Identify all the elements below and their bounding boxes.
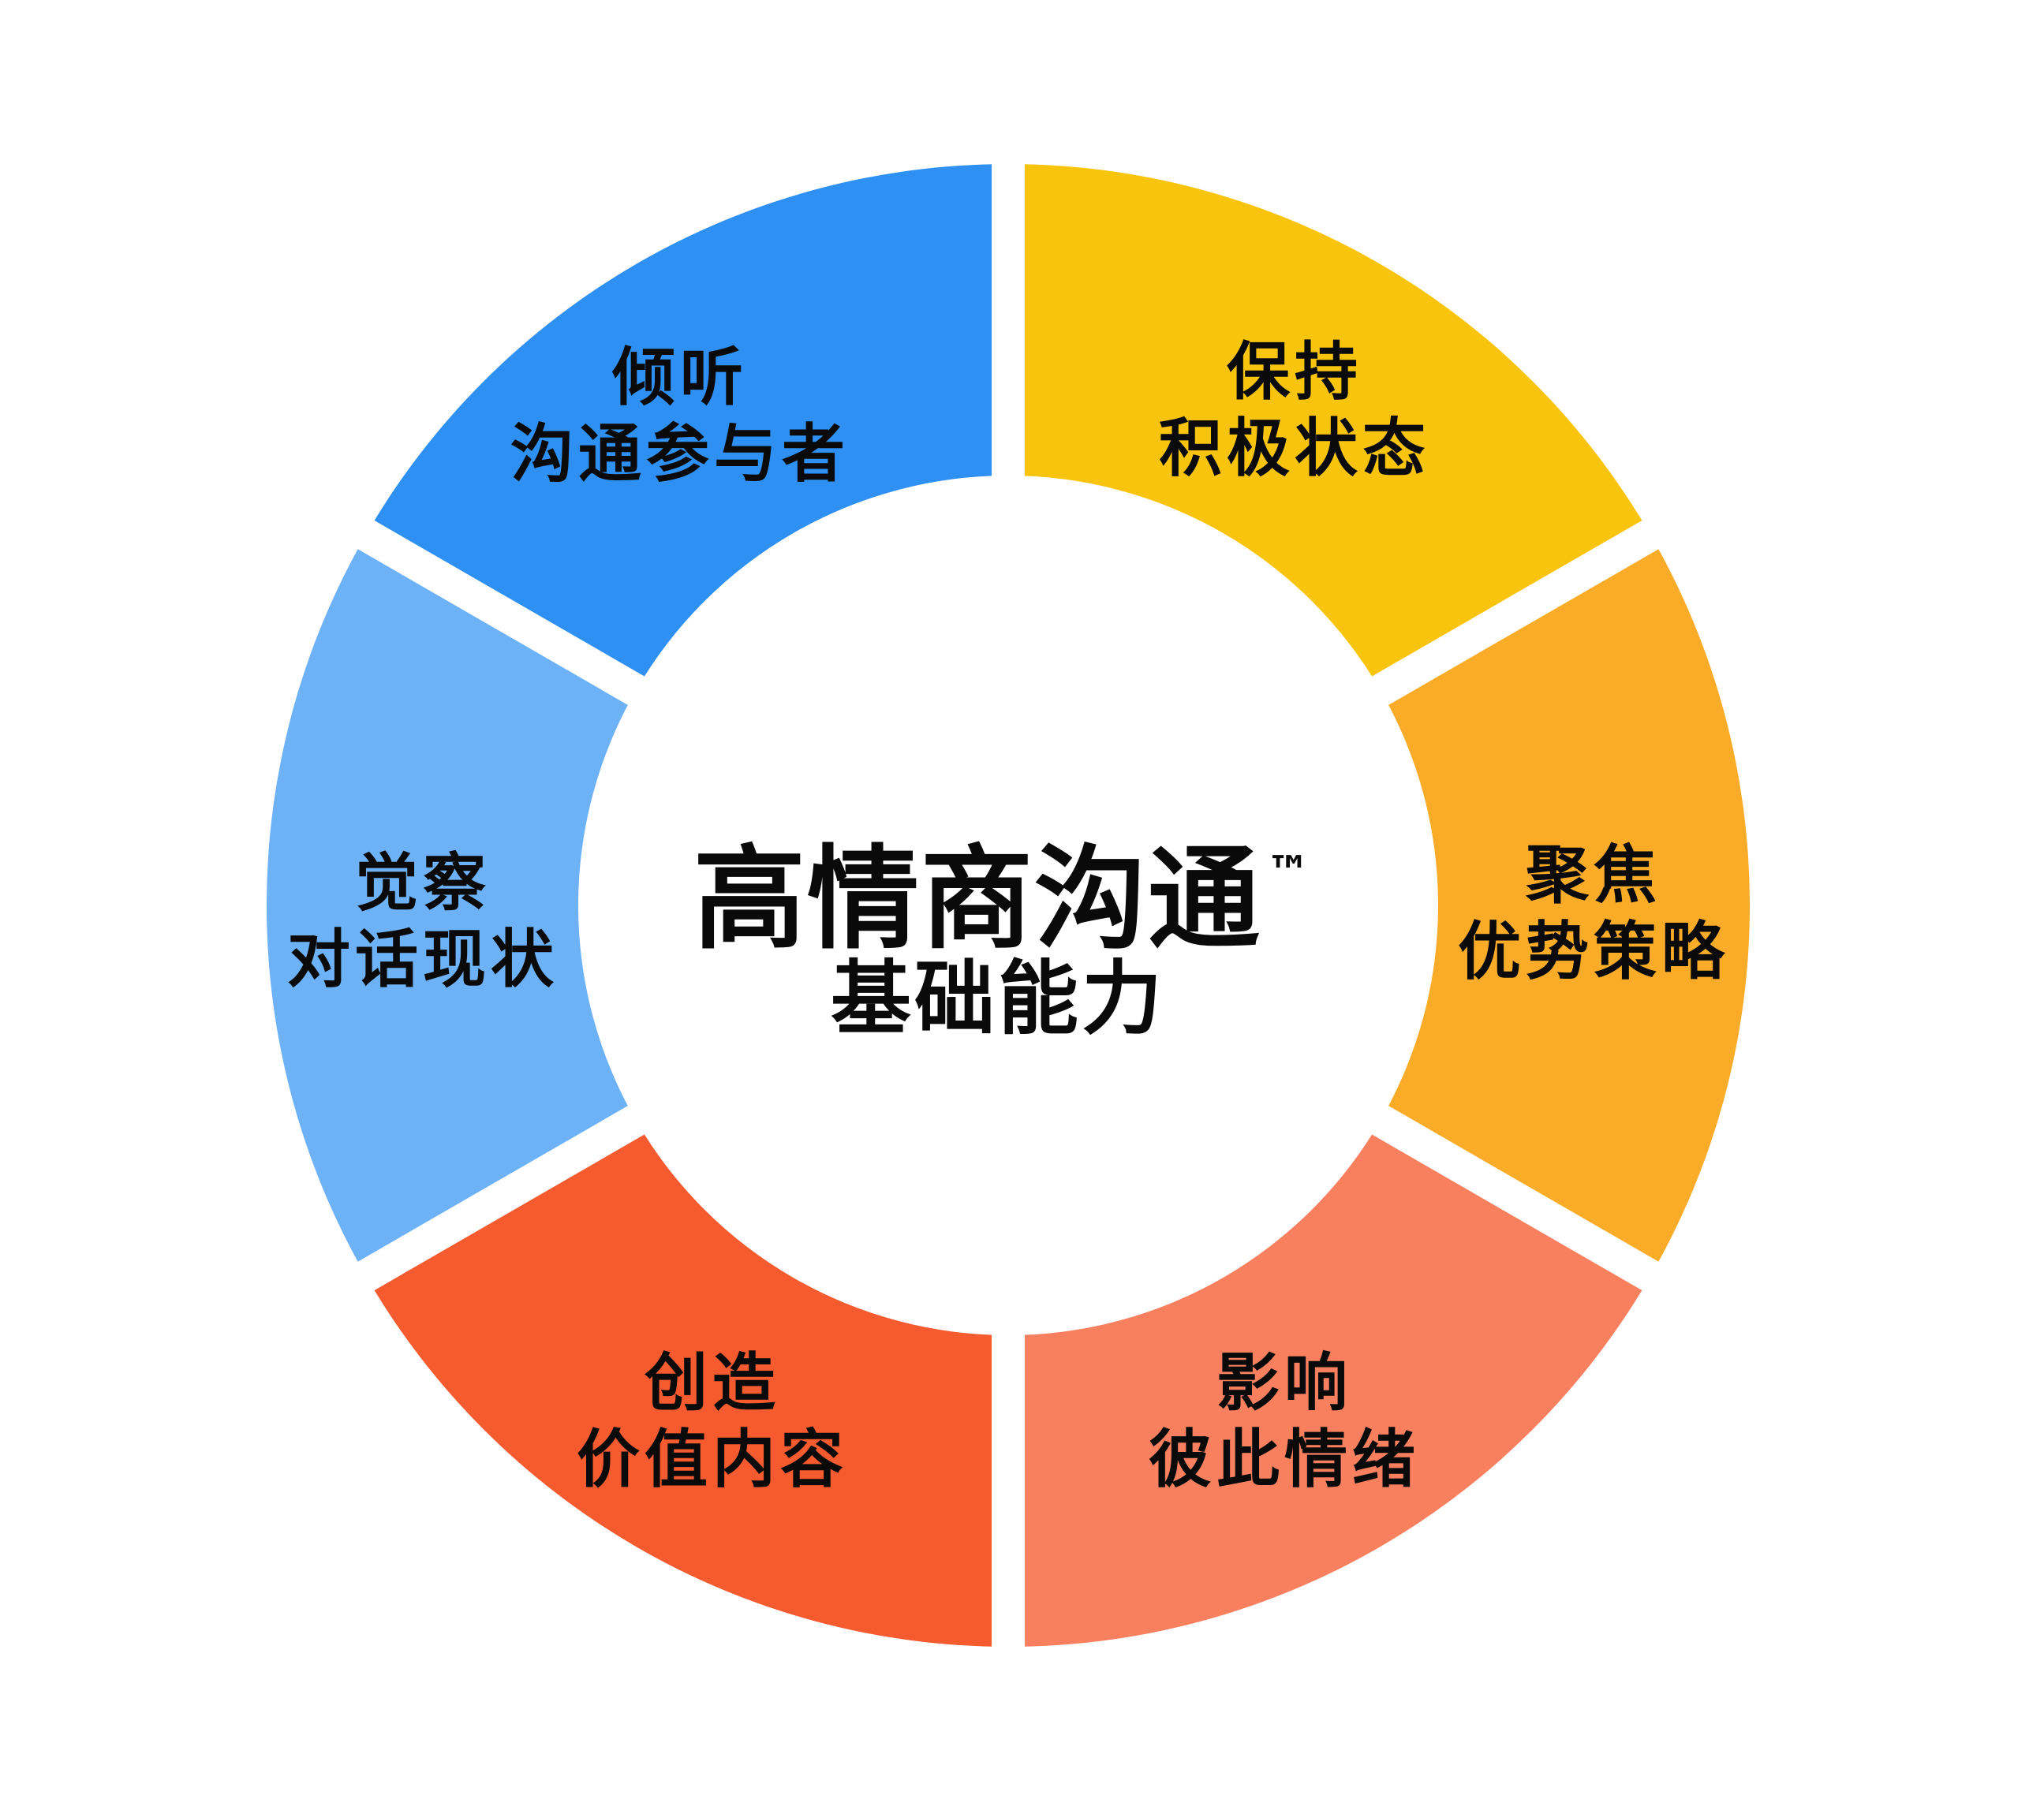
segment-stay-positive-shape [1008,164,1651,691]
segment-label-aware-line2: 对话现状 [287,923,559,996]
segment-label-listen: 倾听 沟通参与者 [510,339,850,492]
segment-label-focus: 聚焦 优势策略 [1458,837,1729,990]
segment-listen-shape [365,164,1008,691]
center-title-text: 高情商沟通 [693,834,1261,965]
segment-label-focus-line2: 优势策略 [1458,915,1729,988]
trademark-symbol: ™ [1266,847,1310,898]
segment-label-influence: 影响 彼此情绪 [1149,1345,1420,1498]
segment-label-stay-positive-line1: 保持 [1227,335,1362,409]
segment-label-influence-line1: 影响 [1216,1346,1352,1420]
segment-label-influence-line2: 彼此情绪 [1149,1423,1420,1496]
divider-8-oclock [334,890,1017,1304]
segment-label-focus-line1: 聚焦 [1526,838,1661,912]
segment-divider-gaps [334,136,1683,1674]
divider-4-oclock [1000,890,1683,1304]
segment-label-listen-line1: 倾听 [612,341,748,414]
segment-create-shape [365,1120,1008,1647]
segment-label-create-line2: 价值内容 [577,1423,848,1496]
segment-label-stay-positive-line2: 积极状态 [1159,412,1430,485]
donut-segments [266,164,1751,1647]
segment-label-aware: 觉察 对话现状 [287,845,559,998]
segment-label-stay-positive: 保持 积极状态 [1159,334,1430,487]
segment-label-create-line1: 创造 [645,1346,780,1420]
center-subtitle: 基础能力 [831,952,1165,1047]
segment-focus-shape [1381,535,1751,1276]
segment-label-aware-line1: 觉察 [355,846,491,920]
divider-2-oclock [1000,506,1683,920]
segment-label-listen-line2: 沟通参与者 [510,417,850,491]
segment-label-create: 创造 价值内容 [577,1345,848,1498]
divider-10-oclock [334,506,1017,920]
segment-aware-shape [266,535,636,1276]
segment-influence-shape [1008,1120,1651,1647]
